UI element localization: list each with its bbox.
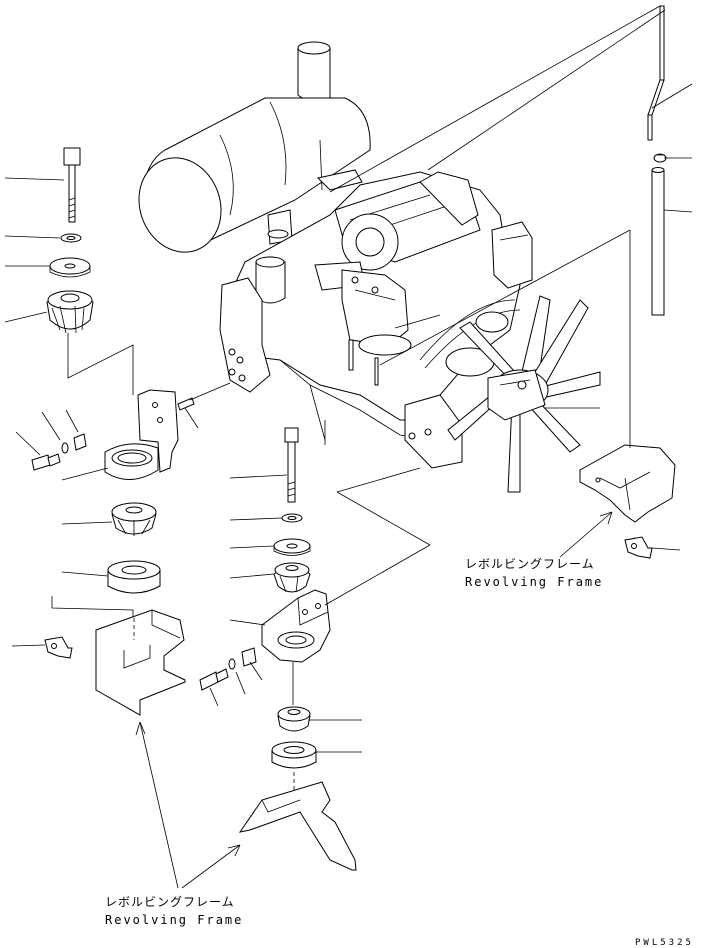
engine-assembly bbox=[138, 41, 601, 493]
frame-label-jp: レボルビングフレーム bbox=[105, 895, 235, 909]
right-strut-assembly bbox=[579, 5, 676, 559]
frame-label-jp: レボルビングフレーム bbox=[465, 557, 595, 571]
drawing-code: PWL5325 bbox=[635, 938, 694, 948]
center-mount-stack bbox=[199, 427, 357, 871]
frame-label-bottom: レボルビングフレーム Revolving Frame bbox=[105, 895, 243, 927]
cooling-fan bbox=[447, 295, 601, 493]
leader-lines bbox=[4, 5, 693, 889]
frame-label-right: レボルビングフレーム Revolving Frame bbox=[465, 557, 603, 589]
frame-label-en: Revolving Frame bbox=[465, 575, 603, 589]
left-mount-stack bbox=[31, 147, 231, 716]
frame-label-en: Revolving Frame bbox=[105, 913, 243, 927]
